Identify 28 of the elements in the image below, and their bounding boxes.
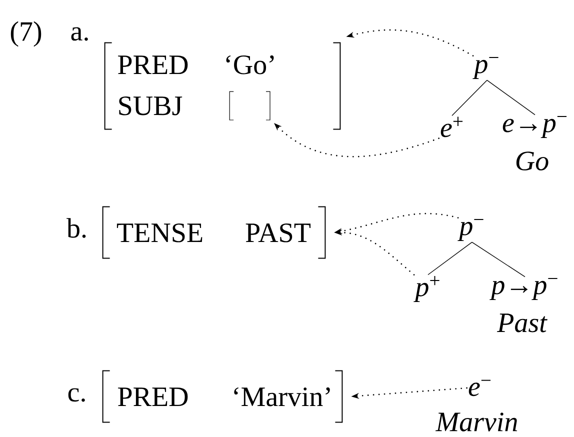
example-label: (7) <box>10 21 42 47</box>
tree-label: p→p$^{−}$ <box>490 278 558 300</box>
tree-branch <box>472 242 526 278</box>
dotted-arrow <box>334 230 415 276</box>
feature-value: PAST <box>246 223 310 242</box>
tree-branch <box>452 80 488 116</box>
feature-name: PRED <box>118 388 188 406</box>
lexical-item: Go <box>516 152 548 170</box>
empty-brackets <box>229 91 270 120</box>
tree-label: e$^{+}$ <box>440 116 463 138</box>
lexical-item: Past <box>496 314 548 332</box>
feature-name: PRED <box>118 56 188 74</box>
example-label: a. <box>71 27 88 41</box>
tree-branch <box>486 80 536 116</box>
tree-label: p$^{+}$ <box>414 276 440 302</box>
tree-label: p$^{−}$ <box>472 57 498 79</box>
dotted-arrow <box>351 387 468 399</box>
tree-label: e$^{−}$ <box>468 380 491 396</box>
feature-value: ‘Marvin’ <box>234 387 330 406</box>
feature-name: TENSE <box>116 223 202 242</box>
feature-name: SUBJ <box>119 96 182 116</box>
feature-value: ‘Go’ <box>226 55 274 74</box>
tree-branch <box>428 242 472 276</box>
lexical-item: Marvin <box>435 412 518 432</box>
tree-label: e→p$^{−}$ <box>502 116 567 138</box>
dotted-arrow <box>346 29 474 57</box>
tree-label: p$^{−}$ <box>458 219 484 241</box>
dotted-arrow <box>274 123 440 158</box>
